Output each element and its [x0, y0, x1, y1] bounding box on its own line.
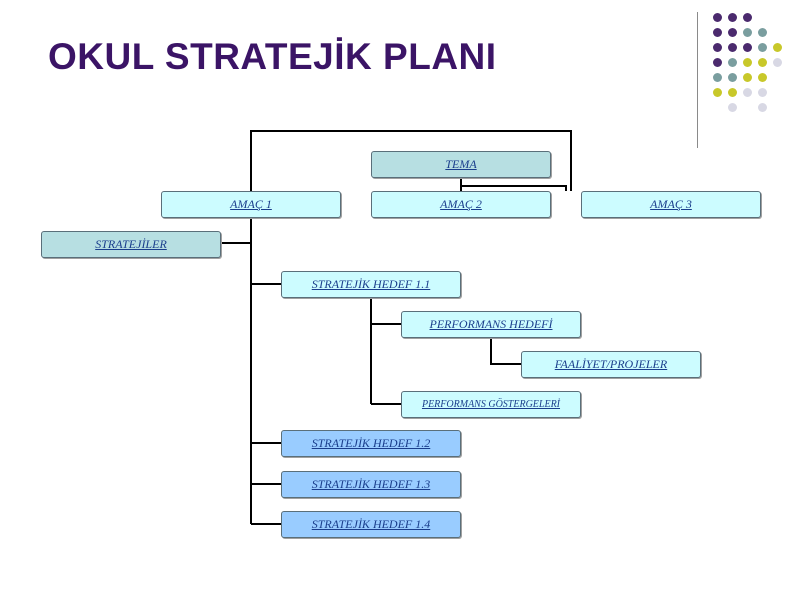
decorative-dot [758, 43, 767, 52]
decorative-dot [728, 88, 737, 97]
box-stratejik-hedef-1-4[interactable]: STRATEJİK HEDEF 1.4 [281, 511, 461, 538]
decorative-dot [758, 58, 767, 67]
decorative-dot [713, 73, 722, 82]
box-tema[interactable]: TEMA [371, 151, 551, 178]
connector-tema-amac3 [461, 185, 567, 191]
page-title: OKUL STRATEJİK PLANI [48, 36, 497, 77]
decorative-dot [743, 13, 752, 22]
decorative-dot [758, 28, 767, 37]
decorative-dot [713, 13, 722, 22]
decorative-dot [728, 103, 737, 112]
box-amac-2[interactable]: AMAÇ 2 [371, 191, 551, 218]
box-stratejik-hedef-1-3[interactable]: STRATEJİK HEDEF 1.3 [281, 471, 461, 498]
decorative-dot [728, 13, 737, 22]
decorative-dot [743, 43, 752, 52]
decorative-dot [728, 58, 737, 67]
connector-faaliyet [490, 338, 521, 365]
decorative-dot [743, 73, 752, 82]
decorative-dot [728, 28, 737, 37]
decorative-dot [758, 103, 767, 112]
decorative-dot [713, 28, 722, 37]
box-stratejik-hedef-1-2[interactable]: STRATEJİK HEDEF 1.2 [281, 430, 461, 457]
box-amac-3[interactable]: AMAÇ 3 [581, 191, 761, 218]
decorative-divider [697, 12, 698, 148]
box-amac-1[interactable]: AMAÇ 1 [161, 191, 341, 218]
decorative-dot [713, 88, 722, 97]
decorative-dot [743, 58, 752, 67]
box-performans-gostergeleri[interactable]: PERFORMANS GÖSTERGELERİ [401, 391, 581, 418]
decorative-dot [758, 88, 767, 97]
decorative-dot [728, 43, 737, 52]
connector-amac1-amac3 [250, 130, 572, 191]
box-stratejik-hedef-1-1[interactable]: STRATEJİK HEDEF 1.1 [281, 271, 461, 298]
decorative-dot [713, 43, 722, 52]
decorative-dot [713, 58, 722, 67]
decorative-dot [758, 73, 767, 82]
decorative-dot [773, 43, 782, 52]
decorative-dot [743, 28, 752, 37]
decorative-dot [728, 73, 737, 82]
decorative-dot [743, 88, 752, 97]
decorative-dot [773, 58, 782, 67]
box-performans-hedefi[interactable]: PERFORMANS HEDEFİ [401, 311, 581, 338]
box-stratejiler[interactable]: STRATEJİLER [41, 231, 221, 258]
box-faaliyet-projeler[interactable]: FAALİYET/PROJELER [521, 351, 701, 378]
